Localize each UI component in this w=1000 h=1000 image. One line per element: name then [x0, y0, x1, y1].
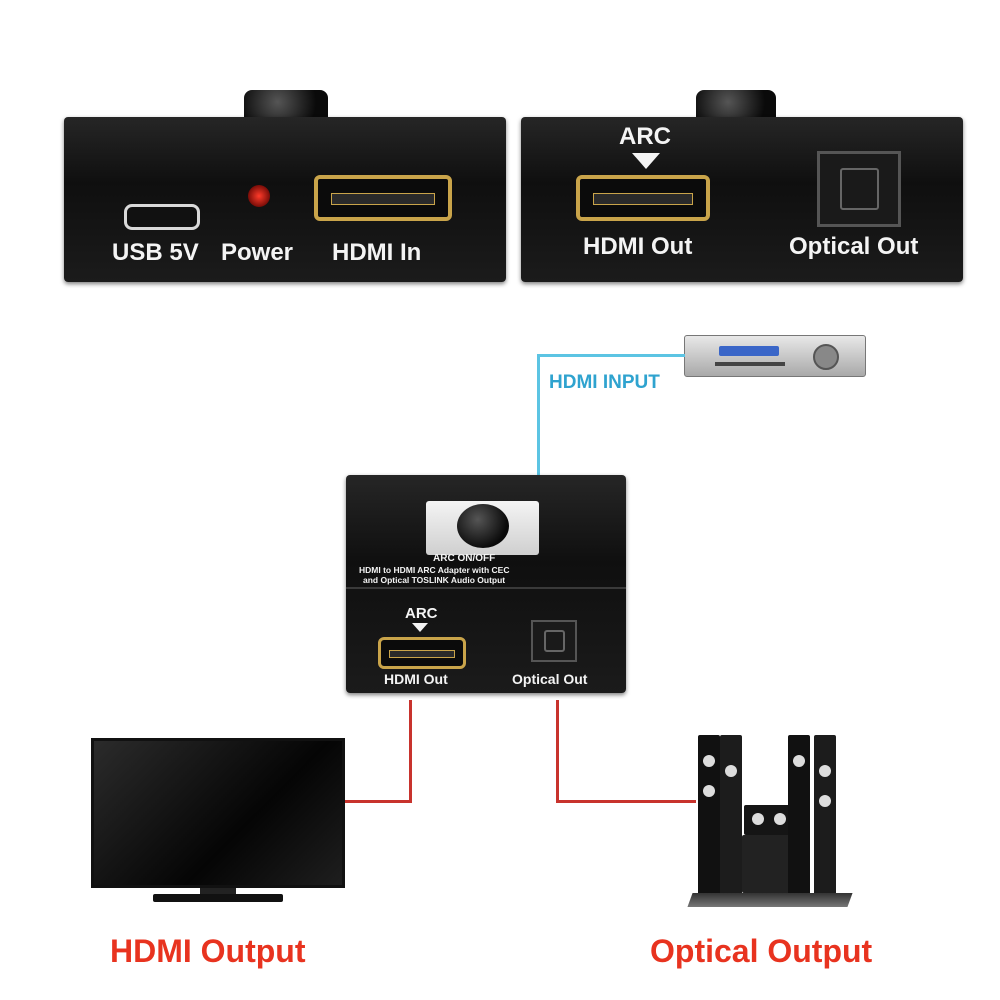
arc-arrow-icon [632, 153, 660, 169]
speaker-cone [819, 795, 831, 807]
usb-5v-label: USB 5V [112, 239, 199, 266]
arc-adapter-device: ARC ON/OFF HDMI to HDMI ARC Adapter with… [346, 475, 626, 693]
usb-port-icon [124, 204, 200, 230]
device-front-panel-output: ARC HDMI Out Optical Out [521, 117, 963, 282]
speaker-cone [703, 785, 715, 797]
tv-stand-icon [200, 888, 236, 894]
hdmi-output-wire-horizontal [345, 800, 412, 803]
hdmi-in-label: HDMI In [332, 239, 422, 266]
speaker-cone [793, 755, 805, 767]
speaker-cone [703, 755, 715, 767]
optical-output-caption: Optical Output [650, 933, 873, 969]
speaker-system-icon [687, 735, 860, 915]
speaker-cone [819, 765, 831, 777]
optical-out-label: Optical Out [789, 233, 919, 260]
arc-on-off-label: ARC ON/OFF [433, 553, 496, 564]
dvd-disc-tray-icon [715, 362, 785, 366]
device-top-divider [346, 587, 626, 589]
arc-label: ARC [619, 123, 671, 150]
speaker-tower-2 [720, 735, 742, 895]
device-optical-out-label: Optical Out [512, 671, 588, 687]
hdmi-input-label: HDMI INPUT [549, 372, 660, 393]
hdmi-out-port-icon [576, 175, 710, 221]
tv-base-icon [153, 894, 283, 902]
device-arc-label: ARC [405, 605, 438, 622]
power-label: Power [221, 239, 294, 266]
power-led-icon [248, 185, 270, 207]
device-description-line2: and Optical TOSLINK Audio Output [363, 575, 506, 585]
device-optical-port-icon [531, 620, 577, 662]
hdmi-input-wire [537, 354, 685, 357]
dvd-player-icon [684, 335, 866, 377]
dvd-dial-icon [813, 344, 839, 370]
speaker-tower-4 [814, 735, 836, 895]
hdmi-in-port-icon [314, 175, 452, 221]
device-description-line1: HDMI to HDMI ARC Adapter with CEC [359, 565, 510, 575]
device-arc-arrow-icon [412, 623, 428, 632]
arc-on-off-button[interactable] [457, 504, 509, 548]
device-front-panel-input: USB 5V Power HDMI In [64, 117, 506, 282]
speaker-cone [752, 813, 764, 825]
hdmi-out-label: HDMI Out [583, 233, 693, 260]
optical-out-port-icon [817, 151, 901, 227]
hdmi-input-wire-vertical [537, 354, 540, 476]
tv-icon [91, 738, 345, 888]
device-hdmi-out-port-icon [378, 637, 466, 669]
hdmi-output-caption: HDMI Output [110, 933, 306, 969]
speaker-tower-1 [698, 735, 720, 895]
optical-output-wire-horizontal [556, 800, 696, 803]
speaker-tower-3 [788, 735, 810, 895]
speaker-floor [687, 893, 853, 907]
speaker-cone [774, 813, 786, 825]
optical-output-wire-vertical [556, 700, 559, 803]
hdmi-output-wire-vertical [409, 700, 412, 803]
device-hdmi-out-label: HDMI Out [384, 671, 448, 687]
dvd-display-icon [719, 346, 779, 356]
speaker-cone [725, 765, 737, 777]
